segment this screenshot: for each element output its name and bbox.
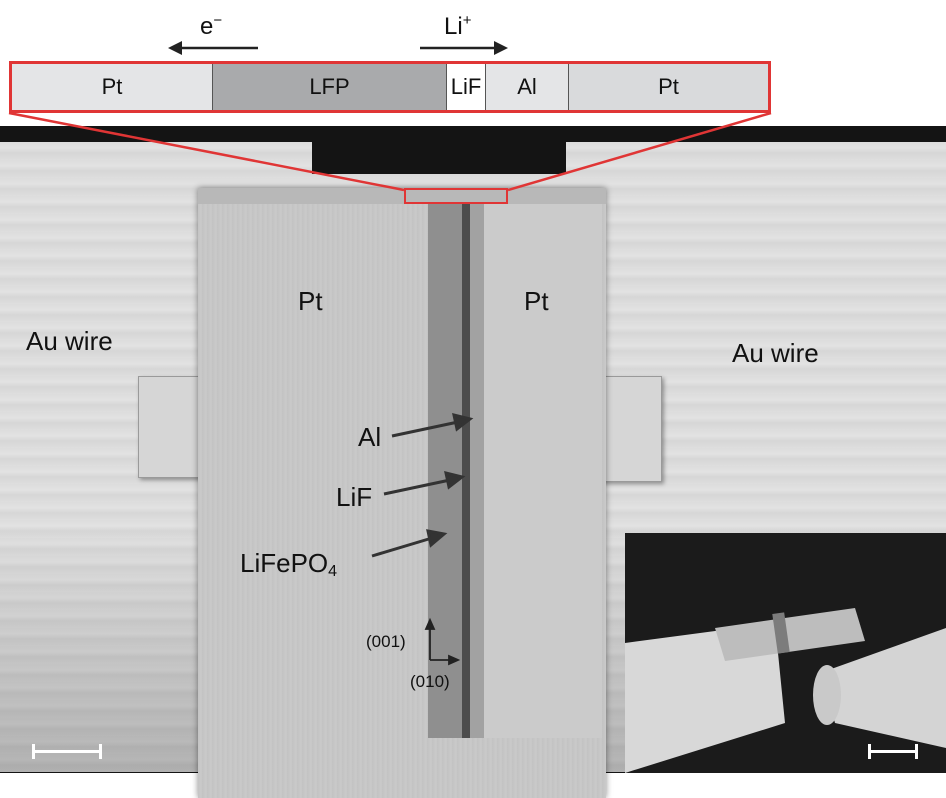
lifepo4-label-main: LiFePO [240, 548, 329, 578]
layer-lif: LiF [447, 64, 486, 110]
crystal-axes [424, 617, 461, 666]
lamella-tab-left [138, 376, 200, 478]
electron-label: e− [200, 12, 222, 41]
schematic-diagram: e− Li+ Pt LFP LiF Al Pt [0, 0, 946, 120]
scale-bar-inset [868, 744, 918, 759]
al-label: Al [358, 422, 382, 452]
axis-010-label: (010) [410, 672, 450, 691]
lif-arrow [383, 470, 466, 496]
lifepo4-arrow [371, 529, 448, 558]
lif-layer [462, 204, 470, 738]
lifepo4-label-subscript: 4 [328, 563, 338, 580]
electron-charge: − [213, 12, 223, 29]
pt-left-label: Pt [298, 286, 323, 316]
pt-right-label: Pt [524, 286, 549, 316]
electron-text: e [200, 13, 214, 40]
ion-label: Li+ [444, 12, 471, 41]
al-layer [470, 204, 484, 738]
ion-arrow [420, 41, 508, 55]
axis-001-label: (001) [366, 632, 406, 651]
lamella-top-edge [198, 188, 606, 204]
lamella-tab-right [598, 376, 662, 482]
al-arrow [391, 412, 474, 438]
lifepo4-layer [428, 204, 462, 738]
layer-al: Al [486, 64, 569, 110]
layer-stack: Pt LFP LiF Al Pt [9, 61, 771, 113]
scale-bar-main [32, 744, 102, 759]
au-wire-left-label: Au wire [26, 326, 113, 356]
lif-label: LiF [336, 482, 373, 512]
layer-lfp: LFP [213, 64, 447, 110]
label-arrows [371, 412, 474, 666]
pt-right-region [484, 204, 602, 738]
ion-charge: + [462, 12, 472, 29]
inset-overview-image [625, 533, 946, 773]
inset-scene [625, 533, 946, 773]
layer-pt-right: Pt [569, 64, 768, 110]
lifepo4-label: LiFePO4 [240, 548, 337, 581]
sem-micrograph: Au wire Au wire Pt Pt Al LiF LiFePO4 (00… [0, 126, 946, 798]
layer-pt-left: Pt [12, 64, 213, 110]
ion-text: Li [444, 13, 463, 40]
au-wire-right-label: Au wire [732, 338, 819, 368]
zoom-highlight-box [404, 188, 508, 204]
electron-arrow [168, 41, 258, 55]
